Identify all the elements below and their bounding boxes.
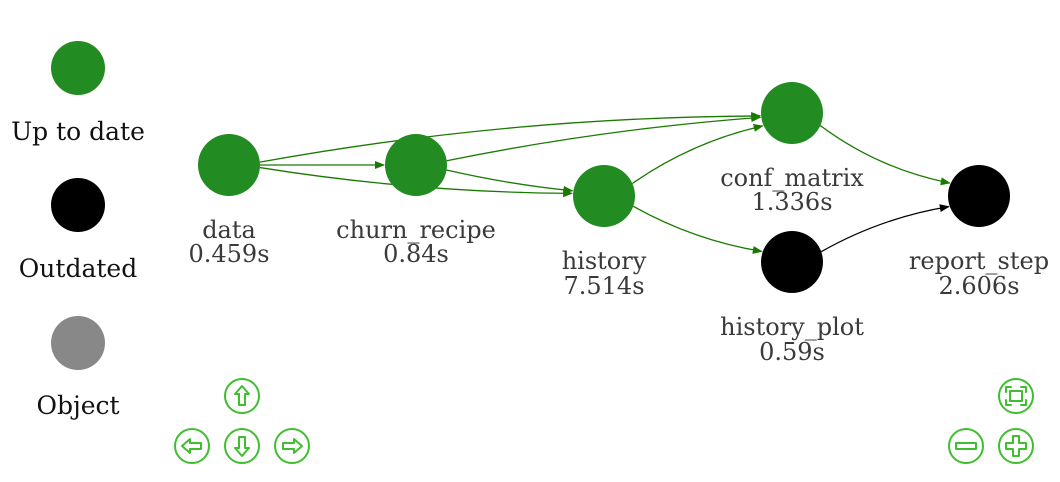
node-history[interactable]: history 7.514s [562,165,647,300]
legend-uptodate-swatch [51,41,105,95]
nav-left-button[interactable] [174,428,210,464]
arrow-up-icon[interactable] [224,378,260,414]
node-conf-matrix-name: conf_matrix [720,164,864,192]
node-data-time: 0.459s [188,240,269,268]
edge-history-to-history-plot [632,205,763,254]
nav-down-button[interactable] [224,428,260,464]
node-churn-recipe-time: 0.84s [383,240,449,268]
node-history-circle[interactable] [573,165,635,227]
legend-object-swatch [51,316,105,370]
zoom-out-button[interactable] [948,428,984,464]
node-report-step-time: 2.606s [938,272,1019,300]
edge-conf-matrix-to-report-step [819,125,951,186]
node-churn-recipe-name: churn_recipe [336,216,496,244]
legend-uptodate-label: Up to date [11,117,145,146]
zoom-extends-icon[interactable] [998,378,1034,414]
nav-up-button[interactable] [224,378,260,414]
node-data[interactable]: data 0.459s [188,134,270,268]
zoom-extends-button[interactable] [998,378,1034,414]
node-report-step-circle[interactable] [948,165,1010,227]
edges [259,111,951,254]
node-data-name: data [202,216,256,244]
node-history-name: history [562,247,647,275]
legend-outdated-label: Outdated [19,254,137,283]
node-conf-matrix-circle[interactable] [761,82,823,144]
edge-data-to-conf-matrix [259,111,762,163]
zoom-out-icon[interactable] [948,428,984,464]
node-churn-recipe-circle[interactable] [385,134,447,196]
zoom-in-button[interactable] [998,428,1034,464]
node-report-step[interactable]: report_step 2.606s [909,165,1049,300]
node-report-step-name: report_step [909,247,1049,275]
node-conf-matrix-time: 1.336s [751,188,832,216]
zoom-in-icon[interactable] [998,428,1034,464]
arrow-down-icon[interactable] [224,428,260,464]
arrow-left-icon[interactable] [174,428,210,464]
legend-outdated-swatch [51,178,105,232]
arrow-right-icon[interactable] [274,428,310,464]
edge-history-plot-to-report-step [820,204,950,253]
legend-object-label: Object [36,391,119,420]
edge-history-to-conf-matrix [631,124,764,185]
node-history-plot[interactable]: history_plot 0.59s [720,231,864,366]
edge-churn-recipe-to-history [446,169,574,194]
node-data-circle[interactable] [198,134,260,196]
node-history-plot-name: history_plot [720,313,864,341]
node-history-time: 7.514s [563,272,644,300]
node-conf-matrix[interactable]: conf_matrix 1.336s [720,82,864,216]
node-churn-recipe[interactable]: churn_recipe 0.84s [336,134,496,268]
node-history-plot-time: 0.59s [759,338,825,366]
node-history-plot-circle[interactable] [761,231,823,293]
legend: Up to date Outdated Object [11,41,145,420]
nav-right-button[interactable] [274,428,310,464]
edge-churn-recipe-to-conf-matrix [446,114,762,162]
